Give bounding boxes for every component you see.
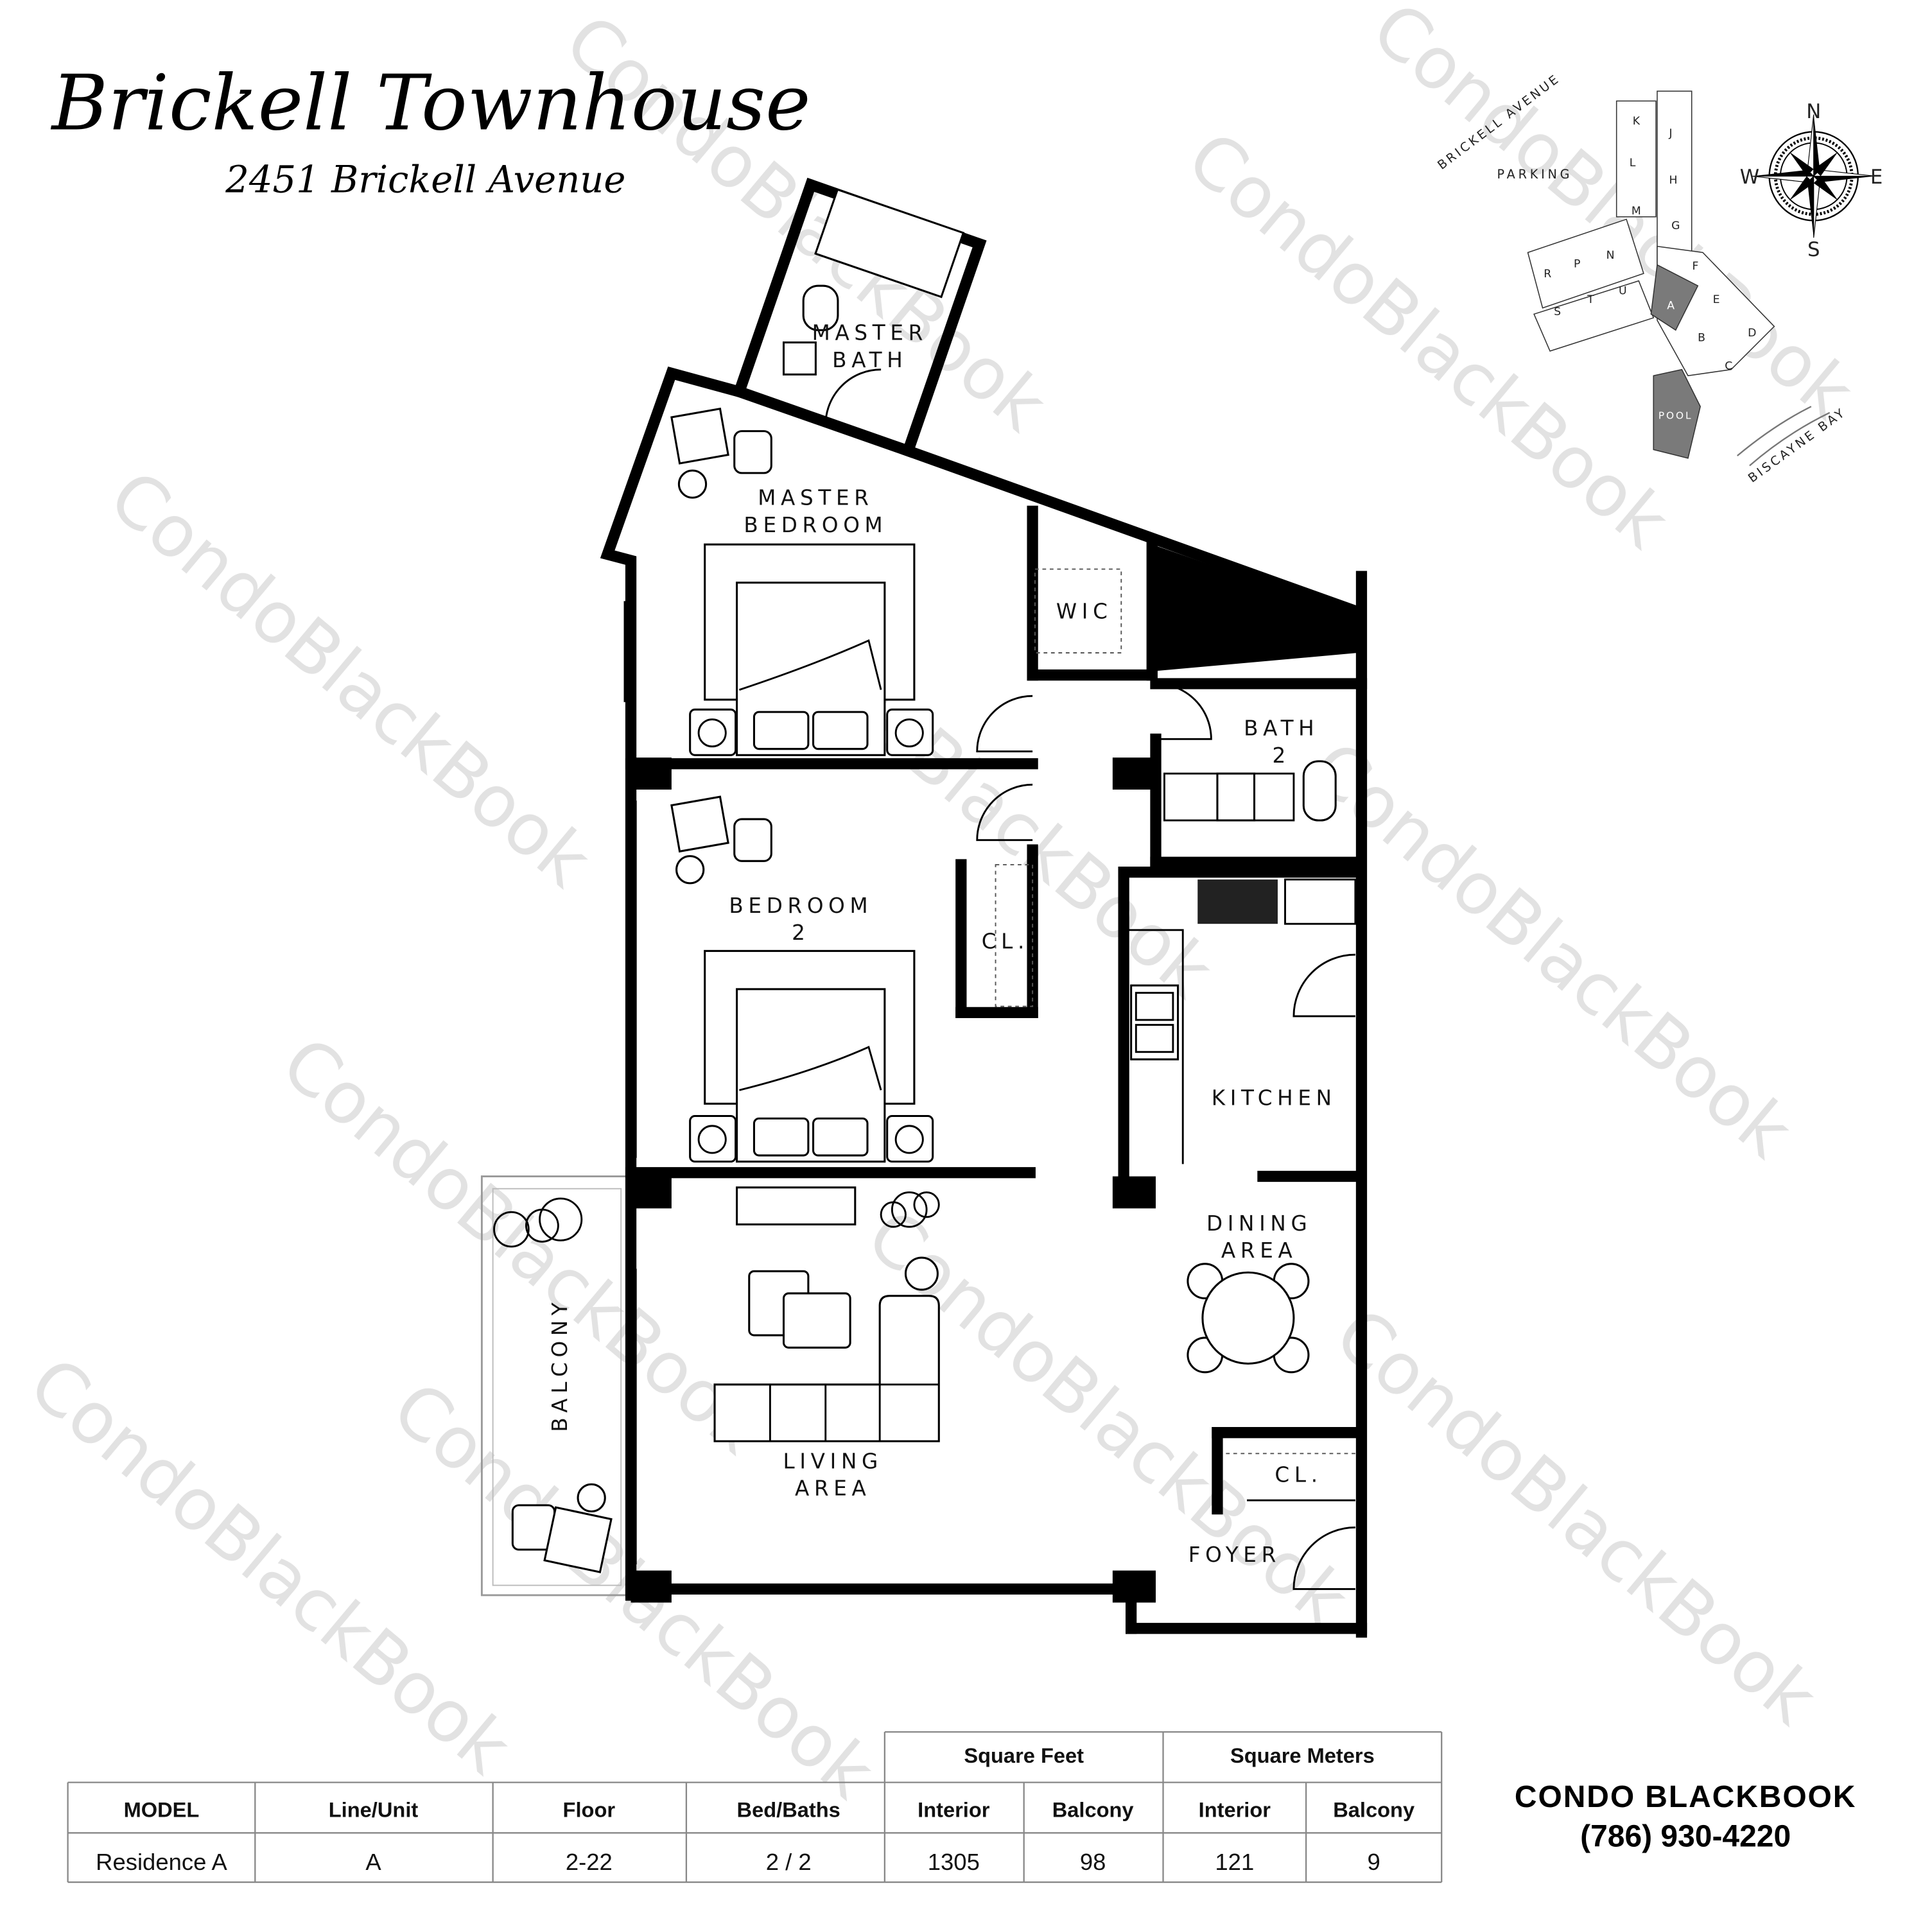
- unit-labels: K J L H M G N F P R U E T S A D B C: [1544, 115, 1756, 373]
- table-cell: 9: [1368, 1849, 1380, 1875]
- unit-label-f: F: [1693, 260, 1699, 273]
- pool-label: POOL: [1658, 410, 1693, 421]
- label-bedroom2-1: BEDROOM: [729, 894, 873, 918]
- label-living-1: LIVING: [783, 1449, 883, 1473]
- label-wic: WIC: [1056, 599, 1113, 623]
- kitchen-fixtures: [1127, 878, 1357, 1164]
- compass-w: W: [1740, 166, 1759, 189]
- label-bedroom2-2: 2: [792, 921, 810, 945]
- bathtub: [814, 188, 965, 298]
- unit-label-u: U: [1619, 285, 1627, 298]
- brand-block: CONDO BLACKBOOK (786) 930-4220: [1515, 1780, 1856, 1853]
- label-bath2-2: 2: [1273, 743, 1291, 768]
- compass-s: S: [1807, 239, 1820, 261]
- group-header-sqft: Square Feet: [964, 1743, 1084, 1767]
- label-bath2-1: BATH: [1244, 716, 1319, 741]
- table-cell: 1305: [928, 1849, 980, 1875]
- walls: [600, 366, 1368, 1638]
- label-master-bath-1: MASTER: [812, 321, 928, 345]
- column-header: MODEL: [124, 1797, 200, 1821]
- balcony-furniture: [493, 1197, 613, 1573]
- label-foyer: FOYER: [1188, 1543, 1281, 1567]
- table-cell: Residence A: [96, 1849, 227, 1875]
- label-dining-2: AREA: [1221, 1238, 1298, 1263]
- compass-e: E: [1870, 166, 1883, 189]
- label-master-bath-2: BATH: [832, 348, 907, 372]
- watermark: CondoBlackBook: [1319, 1292, 1832, 1741]
- unit-label-k: K: [1633, 115, 1640, 128]
- parking-label: PARKING: [1497, 167, 1573, 182]
- label-closet-bedroom2: CL.: [982, 930, 1029, 954]
- bath2-fixtures: [1163, 760, 1337, 822]
- unit-label-g: G: [1671, 220, 1680, 232]
- brand-phone[interactable]: (786) 930-4220: [1580, 1819, 1791, 1853]
- unit-label-s: S: [1554, 306, 1561, 318]
- table-cell: 2 / 2: [766, 1849, 812, 1875]
- pool-shape: [1653, 368, 1701, 459]
- watermark: CondoBlackBook: [94, 455, 606, 904]
- column-header: Balcony: [1052, 1797, 1134, 1821]
- balcony-inner: [492, 1188, 622, 1586]
- column-header: Floor: [563, 1797, 616, 1821]
- windows: [623, 601, 637, 1565]
- label-master-bedroom-2: BEDROOM: [744, 513, 887, 537]
- table-cell: 121: [1215, 1849, 1254, 1875]
- group-header-sqm: Square Meters: [1230, 1743, 1375, 1767]
- label-living-2: AREA: [795, 1476, 871, 1501]
- compass-rose-icon: N S E W: [1740, 101, 1883, 261]
- building-address: 2451 Brickell Avenue: [225, 158, 625, 201]
- label-balcony: BALCONY: [548, 1297, 572, 1432]
- unit-label-c: C: [1725, 360, 1732, 373]
- unit-label-j: J: [1669, 127, 1673, 140]
- column-header: Interior: [1199, 1797, 1271, 1821]
- table-cell: 98: [1080, 1849, 1106, 1875]
- column-header: Bed/Baths: [737, 1797, 840, 1821]
- living-furniture: [713, 1186, 940, 1442]
- compass-n: N: [1806, 101, 1821, 123]
- unit-label-h: H: [1669, 174, 1677, 187]
- label-closet-foyer: CL.: [1275, 1462, 1322, 1487]
- column-header: Interior: [918, 1797, 990, 1821]
- unit-blocks: [1527, 91, 1775, 459]
- master-bedroom-furniture: [670, 407, 1122, 756]
- tv-console: [736, 1186, 857, 1225]
- watermark: CondoBlackBook: [1295, 726, 1807, 1175]
- unit-label-n: N: [1606, 249, 1615, 262]
- brand-name-bold: BLACKBOOK: [1645, 1780, 1856, 1814]
- label-kitchen: KITCHEN: [1212, 1086, 1337, 1110]
- column-header: Line/Unit: [329, 1797, 419, 1821]
- unit-label-t: T: [1587, 293, 1594, 306]
- bedroom2-furniture: [670, 795, 1034, 1163]
- label-master-bedroom-1: MASTER: [758, 486, 873, 510]
- label-dining-1: DINING: [1206, 1211, 1312, 1236]
- toilet: [802, 284, 839, 331]
- building-title: Brickell Townhouse: [51, 59, 811, 148]
- unit-label-m: M: [1632, 205, 1641, 218]
- unit-label-e: E: [1713, 293, 1720, 306]
- table-cell: A: [365, 1849, 381, 1875]
- unit-label-l: L: [1630, 157, 1636, 169]
- sink: [782, 341, 817, 376]
- room-labels: MASTER BATH MASTER BEDROOM WIC BATH 2 BE…: [548, 321, 1337, 1568]
- unit-label-r: R: [1544, 268, 1551, 281]
- unit-label-d: D: [1748, 327, 1756, 340]
- watermark: CondoBlackBook: [266, 1021, 778, 1470]
- brand-name: CONDO BLACKBOOK: [1515, 1780, 1856, 1814]
- unit-label-p: P: [1574, 257, 1580, 270]
- brand-name-light: CONDO: [1515, 1780, 1645, 1814]
- unit-label-b: B: [1698, 332, 1705, 345]
- unit-label-a: A: [1667, 300, 1675, 313]
- table-cell: 2-22: [566, 1849, 613, 1875]
- unit-info-table: Square Feet Square Meters MODEL Line/Unit…: [67, 1731, 1443, 1883]
- doors: [824, 368, 1355, 1590]
- column-header: Balcony: [1333, 1797, 1414, 1821]
- floor-plan: MASTER BATH MASTER BEDROOM WIC BATH 2 BE…: [480, 177, 1368, 1638]
- dining-table: [1187, 1263, 1355, 1501]
